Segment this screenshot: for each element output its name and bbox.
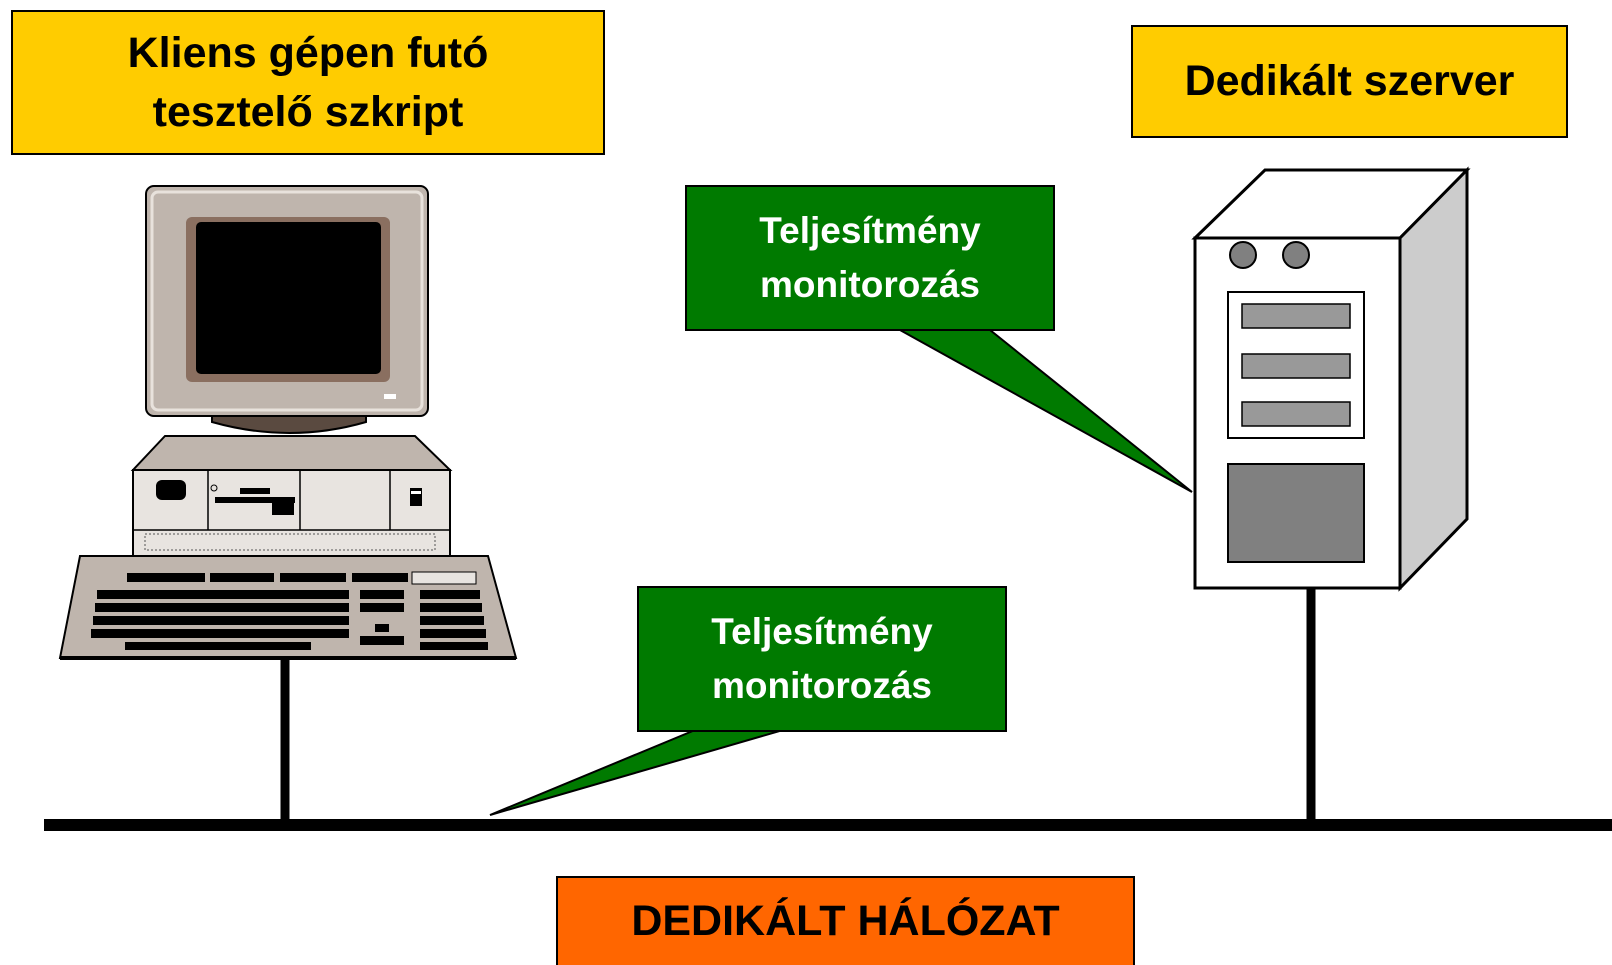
server-label-text: Dedikált szerver bbox=[1184, 56, 1515, 105]
client-label: Kliens gépen futó tesztelő szkript bbox=[11, 10, 605, 155]
callout-bottom-tail bbox=[489, 727, 791, 816]
network-label-text: DEDIKÁLT HÁLÓZAT bbox=[631, 896, 1060, 945]
monitoring-callout-bottom: Teljesítmény monitorozás bbox=[637, 586, 1007, 732]
monitoring-callout-top-text: Teljesítmény monitorozás bbox=[759, 210, 981, 305]
monitoring-callout-top: Teljesítmény monitorozás bbox=[685, 185, 1055, 331]
keyboard-icon bbox=[58, 555, 518, 660]
client-label-text: Kliens gépen futó tesztelő szkript bbox=[127, 29, 489, 136]
server-tower-icon bbox=[1191, 166, 1471, 592]
callout-top-tail bbox=[896, 329, 1193, 493]
server-label: Dedikált szerver bbox=[1131, 25, 1568, 138]
desktop-computer-icon bbox=[130, 185, 453, 557]
network-label: DEDIKÁLT HÁLÓZAT bbox=[556, 876, 1135, 965]
monitoring-callout-bottom-text: Teljesítmény monitorozás bbox=[711, 611, 933, 706]
